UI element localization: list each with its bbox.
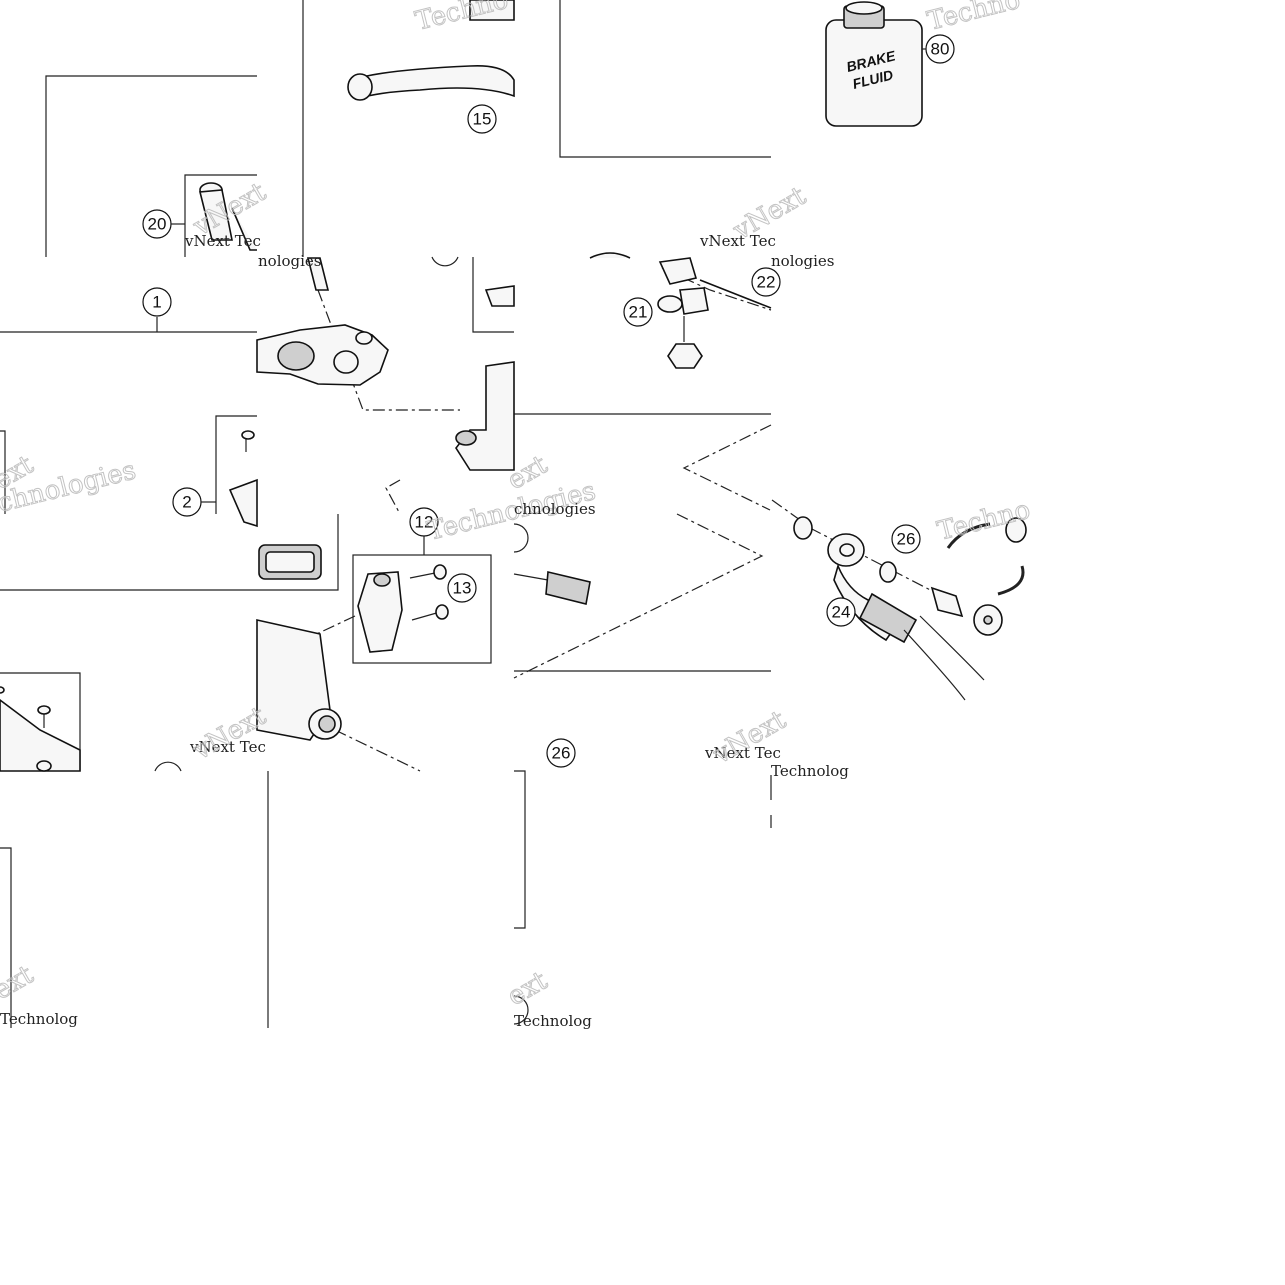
- callout-label: 80: [931, 40, 950, 59]
- callout-label: 13: [453, 579, 472, 598]
- svg-text:Technolog: Technolog: [514, 1012, 592, 1030]
- callout-24: 24: [826, 597, 856, 627]
- master-cylinder-body: [256, 257, 389, 386]
- callout-12: 12: [409, 507, 439, 537]
- watermarks: Techno Techno vNext vNext Tec vNext Tec …: [0, 0, 1034, 1030]
- brake-light-switch: [589, 252, 772, 369]
- callout-22: 22: [751, 267, 781, 297]
- reservoir-housing: [455, 361, 515, 471]
- callout-1: 1: [142, 287, 172, 317]
- master-cylinder-lower: [256, 619, 342, 741]
- svg-text:vNext Tec: vNext Tec: [704, 744, 781, 762]
- svg-text:Technolog: Technolog: [0, 1010, 78, 1028]
- svg-text:vNext Tec: vNext Tec: [189, 738, 266, 756]
- svg-text:Technolog: Technolog: [771, 762, 849, 780]
- callout-26-upper: 26: [891, 524, 921, 554]
- callout-21: 21: [623, 297, 653, 327]
- callout-13: 13: [447, 573, 477, 603]
- svg-text:vNext: vNext: [188, 701, 272, 767]
- callout-label: 22: [757, 273, 776, 292]
- callout-label: 20: [148, 215, 167, 234]
- frame-lines: [0, 0, 772, 1028]
- svg-text:ext: ext: [503, 966, 554, 1013]
- svg-text:nologies: nologies: [771, 252, 835, 270]
- svg-text:vNext Tec: vNext Tec: [699, 232, 776, 250]
- svg-text:ext: ext: [0, 960, 39, 1007]
- callout-label: 26: [552, 744, 571, 763]
- brake-lever: [347, 0, 515, 101]
- callout-label: 21: [629, 303, 648, 322]
- callout-2: 2: [172, 487, 202, 517]
- wire-connector: [513, 571, 591, 605]
- brake-hose: [793, 516, 1027, 701]
- brake-fluid-can: BRAKE FLUID: [825, 1, 923, 127]
- svg-text:Techno: Techno: [924, 0, 1023, 37]
- callout-label: 1: [152, 293, 161, 312]
- callout-label: 2: [182, 493, 191, 512]
- svg-text:chnologies: chnologies: [514, 500, 596, 518]
- callout-label: 24: [832, 603, 851, 622]
- callout-26-lower: 26: [546, 738, 576, 768]
- callout-20: 20: [142, 209, 172, 239]
- callout-label: 15: [473, 110, 492, 129]
- hose-fitting: [198, 182, 257, 251]
- svg-text:nologies: nologies: [258, 252, 322, 270]
- callout-label: 26: [897, 530, 916, 549]
- diaphragm-parts: [228, 285, 515, 580]
- callout-label: 12: [415, 513, 434, 532]
- callout-15: 15: [467, 104, 497, 134]
- svg-text:vNext Tec: vNext Tec: [184, 232, 261, 250]
- reservoir-lid: [0, 686, 81, 772]
- callout-80: 80: [925, 34, 955, 64]
- handlebar-clamp: [352, 554, 492, 664]
